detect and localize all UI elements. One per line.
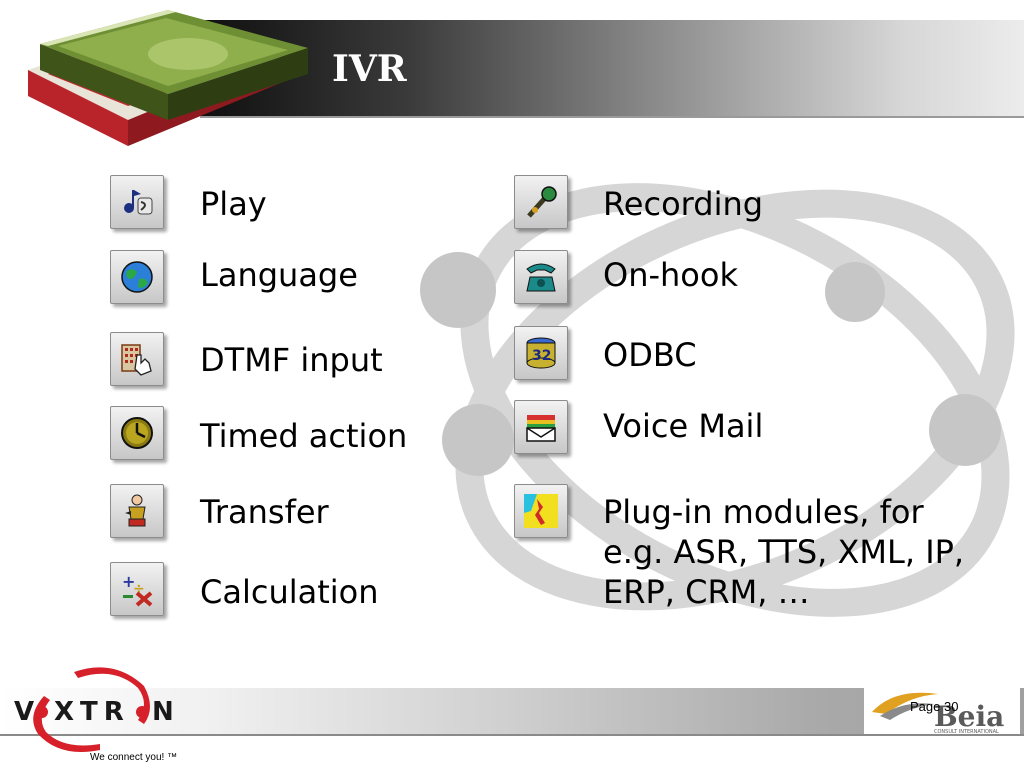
slide-title: IVR <box>332 48 407 90</box>
item-label-odbc: ODBC <box>603 336 697 374</box>
keypad-hand-icon <box>110 332 164 386</box>
transfer-person-icon <box>110 484 164 538</box>
product-box-image <box>28 10 308 146</box>
item-label-timed-action: Timed action <box>200 417 408 455</box>
item-label-on-hook: On-hook <box>603 256 738 294</box>
svg-text:XTR: XTR <box>54 697 130 727</box>
beia-logo-box: Beia CONSULT INTERNATIONAL <box>864 686 1020 735</box>
item-label-recording: Recording <box>603 185 764 223</box>
globe-icon <box>110 250 164 304</box>
item-label-plugin-modules: Plug-in modules, for e.g. ASR, TTS, XML,… <box>603 493 965 611</box>
telephone-icon <box>514 250 568 304</box>
svg-text:+: + <box>122 572 135 591</box>
odbc-icon-number: 32 <box>532 348 551 364</box>
database-32-icon: 32 <box>514 326 568 380</box>
footer-band <box>0 688 1024 734</box>
plugin-icon <box>514 484 568 538</box>
beia-logo: Beia CONSULT INTERNATIONAL <box>872 692 1004 735</box>
header-band <box>200 20 1024 116</box>
microphone-icon <box>514 175 568 229</box>
mailbox-icon <box>514 400 568 454</box>
page-number: Page 30 <box>910 699 959 714</box>
item-label-dtmf: DTMF input <box>200 341 383 379</box>
item-label-voice-mail: Voice Mail <box>603 407 764 445</box>
voxtron-logo: V XTR N <box>14 667 174 752</box>
item-label-transfer: Transfer <box>200 493 329 531</box>
play-audio-icon <box>110 175 164 229</box>
item-label-play: Play <box>200 185 267 223</box>
header-divider <box>200 116 1024 118</box>
item-label-language: Language <box>200 256 358 294</box>
svg-text:Beia: Beia <box>934 700 1004 733</box>
svg-text:CONSULT INTERNATIONAL: CONSULT INTERNATIONAL <box>934 729 999 734</box>
svg-text:÷: ÷ <box>133 581 145 597</box>
item-label-calculation: Calculation <box>200 573 379 611</box>
clock-icon <box>110 406 164 460</box>
svg-text:N: N <box>152 697 174 727</box>
footer-tagline: We connect you! ™ <box>90 752 178 763</box>
calculation-icon: + ÷ <box>110 562 164 616</box>
footer-divider <box>0 734 1024 736</box>
svg-text:V: V <box>14 697 40 727</box>
